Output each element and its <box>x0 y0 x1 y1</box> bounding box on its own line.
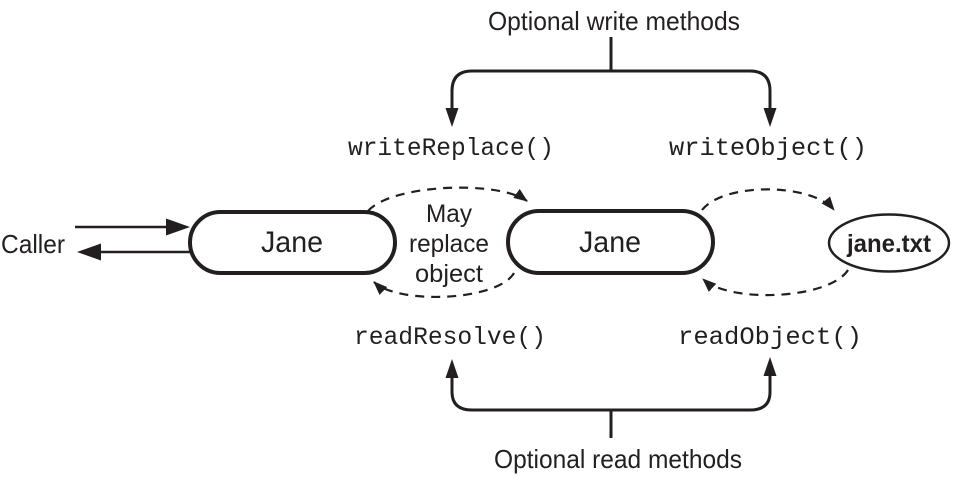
optional-write-methods-label: Optional write methods <box>488 6 740 36</box>
read-object-method-label: readObject() <box>678 323 862 352</box>
write-bracket-line <box>450 69 772 109</box>
replace-cycle-top-arc <box>367 186 528 212</box>
jane-object-2-label: Jane <box>579 226 641 259</box>
read-object-arrowhead-icon <box>763 357 777 376</box>
caller-label: Caller <box>1 229 65 259</box>
serialize-cycle-bottom-arc <box>702 269 849 297</box>
jane-txt-file-ellipse <box>827 213 951 273</box>
read-bracket-line <box>450 375 772 412</box>
jane-object-1-box <box>188 210 397 275</box>
write-object-method-label: writeObject() <box>669 134 867 163</box>
replace-note-line-1: May <box>426 200 472 228</box>
write-replace-arrowhead-icon <box>445 108 459 127</box>
jane-object-1-label: Jane <box>261 226 323 259</box>
caller-return-arrowhead-icon <box>77 243 101 261</box>
serialize-cycle-top-arc <box>701 188 835 211</box>
replace-note-line-2: replace <box>409 230 489 258</box>
read-resolve-arrowhead-icon <box>445 359 459 378</box>
caller-call-arrowhead-icon <box>166 218 190 236</box>
replace-note-line-3: object <box>415 260 483 288</box>
read-resolve-method-label: readResolve() <box>354 323 546 352</box>
write-object-arrowhead-icon <box>763 108 777 127</box>
replace-cycle-bottom-arc <box>373 272 515 298</box>
jane-object-2-box <box>506 209 715 275</box>
jane-txt-file-label: jane.txt <box>846 230 932 258</box>
write-replace-method-label: writeReplace() <box>348 134 554 163</box>
optional-read-methods-label: Optional read methods <box>494 444 742 474</box>
